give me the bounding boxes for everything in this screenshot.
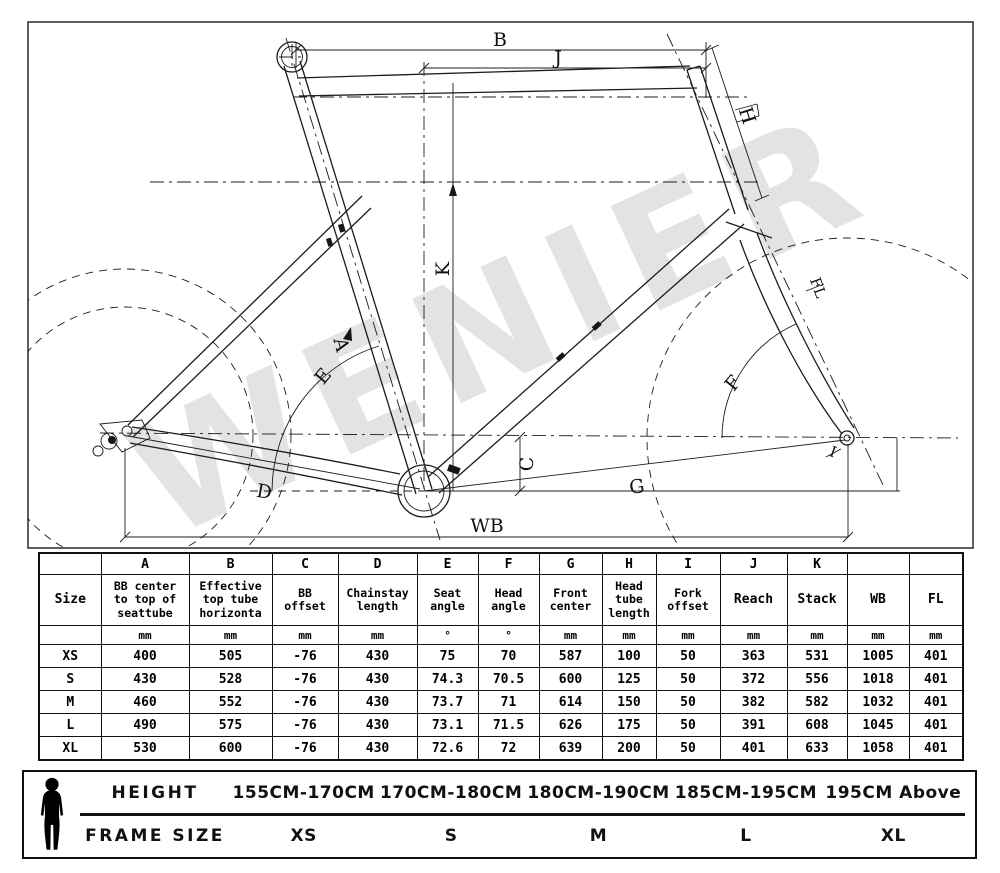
seat-tube-axis bbox=[285, 37, 441, 541]
drawing-border bbox=[27, 21, 974, 549]
frame-size-value: XS bbox=[290, 825, 317, 846]
dim-fl-tick bbox=[805, 283, 825, 292]
height-range: 195CM Above bbox=[825, 783, 962, 804]
dim-h bbox=[704, 44, 770, 202]
dim-label-e: E bbox=[310, 364, 336, 389]
seat-clamp bbox=[276, 41, 308, 73]
dim-c bbox=[424, 431, 900, 497]
dim-a-arrow bbox=[343, 327, 352, 341]
bottle-bosses bbox=[325, 223, 602, 475]
front-fork bbox=[725, 221, 855, 446]
height-range: 180CM-190CM bbox=[527, 783, 670, 804]
height-label: HEIGHT bbox=[111, 783, 199, 804]
frame-size-value: XL bbox=[880, 825, 906, 846]
frame-geometry-diagram: B J H K A E F FL C D G I WB bbox=[27, 21, 974, 549]
dim-label-j: J bbox=[552, 47, 562, 69]
dim-label-c: C bbox=[516, 457, 538, 472]
frame-outline bbox=[127, 60, 760, 496]
dim-label-d: D bbox=[255, 480, 274, 504]
height-range: 185CM-195CM bbox=[674, 783, 818, 804]
dim-label-k: K bbox=[432, 261, 454, 276]
dim-label-b: B bbox=[493, 29, 507, 51]
dim-d-line bbox=[127, 435, 421, 490]
front-wheel-circle bbox=[646, 237, 973, 548]
dim-label-g: G bbox=[628, 475, 646, 499]
rear-wheel-circles bbox=[28, 268, 292, 548]
size-guide: HEIGHT 155CM-170CM 170CM-180CM 180CM-190… bbox=[22, 770, 977, 859]
rear-dropout bbox=[92, 419, 151, 457]
steering-axis bbox=[666, 33, 885, 488]
height-range: 170CM-180CM bbox=[379, 783, 523, 804]
height-range: 155CM-170CM bbox=[232, 783, 375, 804]
dim-j bbox=[418, 62, 712, 491]
dim-label-wb: WB bbox=[470, 515, 504, 537]
frame-size-label: FRAME SIZE bbox=[85, 825, 225, 846]
dim-label-f: F bbox=[721, 371, 746, 395]
person-icon bbox=[24, 772, 80, 857]
dim-label-fl: FL bbox=[806, 275, 830, 300]
dim-i-tick bbox=[825, 448, 842, 458]
height-row: HEIGHT 155CM-170CM 170CM-180CM 180CM-190… bbox=[80, 773, 967, 813]
dim-wb bbox=[119, 444, 854, 543]
axle-centerline bbox=[99, 432, 959, 439]
dim-label-a: A bbox=[328, 334, 353, 354]
dim-label-h: H bbox=[734, 104, 760, 127]
dim-k bbox=[449, 83, 457, 491]
dim-g-line bbox=[423, 439, 846, 492]
head-angle-arc bbox=[721, 323, 797, 439]
frame-size-value: M bbox=[589, 825, 608, 846]
dim-label-i: I bbox=[827, 443, 839, 462]
seat-angle-arc bbox=[250, 345, 424, 492]
frame-size-row: FRAME SIZE XS S M L XL bbox=[80, 816, 967, 856]
frame-size-value: S bbox=[444, 825, 458, 846]
dim-b bbox=[290, 42, 712, 98]
size-guide-divider bbox=[80, 813, 965, 816]
frame-size-value: L bbox=[740, 825, 752, 846]
